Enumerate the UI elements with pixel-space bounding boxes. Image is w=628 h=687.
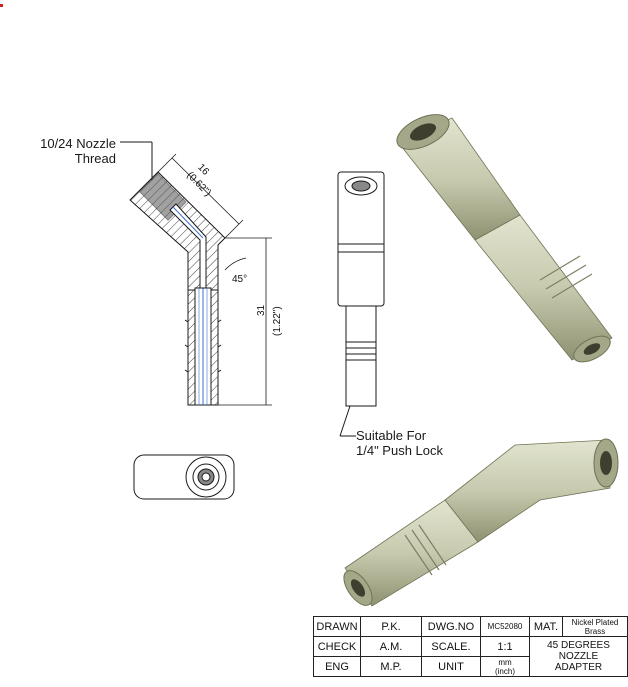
- dwgno-label: DWG.NO: [421, 616, 481, 637]
- push-lock-label-line1: Suitable For: [356, 428, 427, 443]
- mat-label: MAT.: [529, 616, 563, 637]
- description: 45 DEGREES NOZZLE ADAPTER: [529, 636, 628, 677]
- dimension-31: 31: [256, 304, 267, 316]
- thread-label-line2: Thread: [74, 151, 116, 166]
- thread-label-line1: 10/24 Nozzle: [40, 136, 116, 151]
- description-line1: 45 DEGREES: [547, 640, 610, 651]
- eng-by: M.P.: [360, 656, 422, 677]
- iso-bottom-upper: [444, 439, 611, 543]
- thread-label: 10/24 Nozzle Thread: [36, 136, 116, 166]
- eng-label: ENG: [313, 656, 361, 677]
- end-body: [133, 454, 235, 500]
- check-by: A.M.: [360, 636, 422, 657]
- corner-mark: [0, 4, 3, 7]
- iso-top-lower: [474, 214, 613, 361]
- end-view: [133, 454, 235, 500]
- mat-value: Nickel Plated Brass: [562, 616, 628, 637]
- iso-view-top: [396, 114, 613, 363]
- push-lock-label-line2: 1/4" Push Lock: [356, 443, 444, 458]
- scale-label: SCALE.: [421, 636, 481, 657]
- front-view: [337, 171, 385, 437]
- title-block: DRAWN P.K. DWG.NO MC52080 MAT. Nickel Pl…: [313, 616, 628, 677]
- thread-leader: [120, 141, 153, 180]
- push-lock-label: Suitable For 1/4" Push Lock: [356, 428, 443, 458]
- drawn-by: P.K.: [360, 616, 422, 637]
- dimension-angle: 45°: [232, 274, 248, 285]
- front-lower-barb: [345, 305, 377, 407]
- dwgno-value: MC52080: [480, 616, 530, 637]
- unit-value: mm (inch): [480, 656, 530, 677]
- unit-label: UNIT: [421, 656, 481, 677]
- end-outer-ring: [185, 456, 227, 498]
- section-bore-angled: [169, 203, 207, 289]
- description-line2: NOZZLE: [558, 651, 599, 662]
- scale-value: 1:1: [480, 636, 530, 657]
- dimension-lines: [157, 153, 272, 406]
- section-view: [129, 171, 226, 406]
- drawn-label: DRAWN: [313, 616, 361, 637]
- unit-value-line2: (inch): [494, 666, 515, 676]
- iso-view-bottom: [343, 438, 619, 607]
- unit-value-line1: mm: [498, 657, 512, 667]
- description-line3: ADAPTER: [554, 662, 603, 673]
- check-label: CHECK: [313, 636, 361, 657]
- dimension-122: (1.22"): [272, 306, 283, 336]
